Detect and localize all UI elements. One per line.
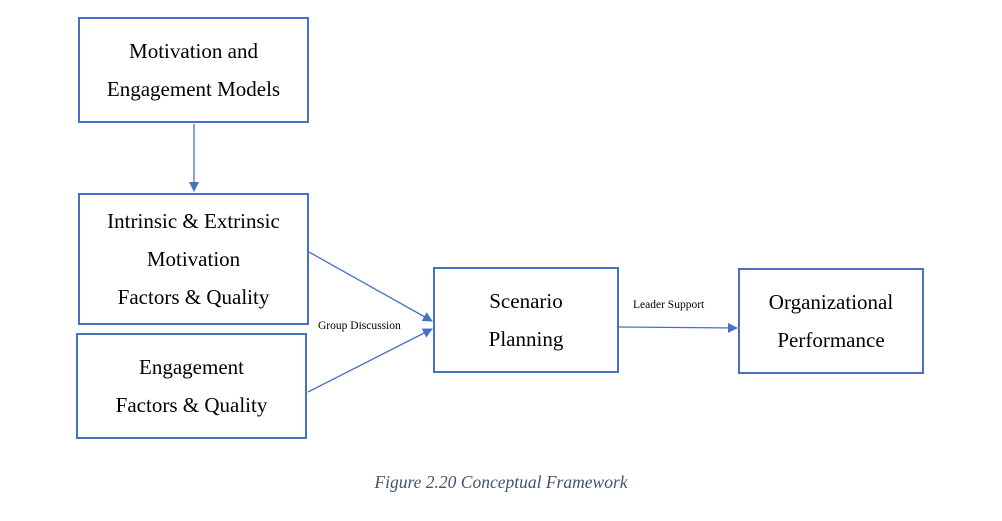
- node-organizational-performance: Organizational Performance: [738, 268, 924, 374]
- node-label-line: Organizational: [768, 290, 894, 314]
- node-label-line: Engagement Models: [106, 77, 281, 101]
- node-label-line: Factors & Quality: [115, 393, 268, 417]
- arrow-engagement-to-scenario: [307, 328, 433, 393]
- node-label-line: Motivation: [146, 247, 241, 271]
- figure-caption: Figure 2.20 Conceptual Framework: [374, 472, 628, 492]
- node-label-line: Scenario: [489, 289, 563, 313]
- node-motivation-engagement-models: Motivation and Engagement Models: [78, 17, 309, 123]
- edge-label-group-discussion: Group Discussion: [318, 320, 401, 332]
- arrow-intrinsic-to-scenario: [308, 251, 433, 322]
- node-engagement-factors: Engagement Factors & Quality: [76, 333, 307, 439]
- node-intrinsic-extrinsic-motivation: Intrinsic & Extrinsic Motivation Factors…: [78, 193, 309, 325]
- node-label-line: Intrinsic & Extrinsic: [107, 209, 280, 233]
- node-label-line: Motivation and: [129, 39, 258, 63]
- node-label-line: Engagement: [139, 355, 244, 379]
- node-label-line: Planning: [488, 327, 564, 351]
- edge-label-leader-support: Leader Support: [633, 299, 705, 311]
- arrow-scenario-to-organizational: [618, 322, 738, 333]
- node-label-line: Factors & Quality: [117, 285, 270, 309]
- node-label-line: Performance: [777, 328, 885, 352]
- node-scenario-planning: Scenario Planning: [433, 267, 619, 373]
